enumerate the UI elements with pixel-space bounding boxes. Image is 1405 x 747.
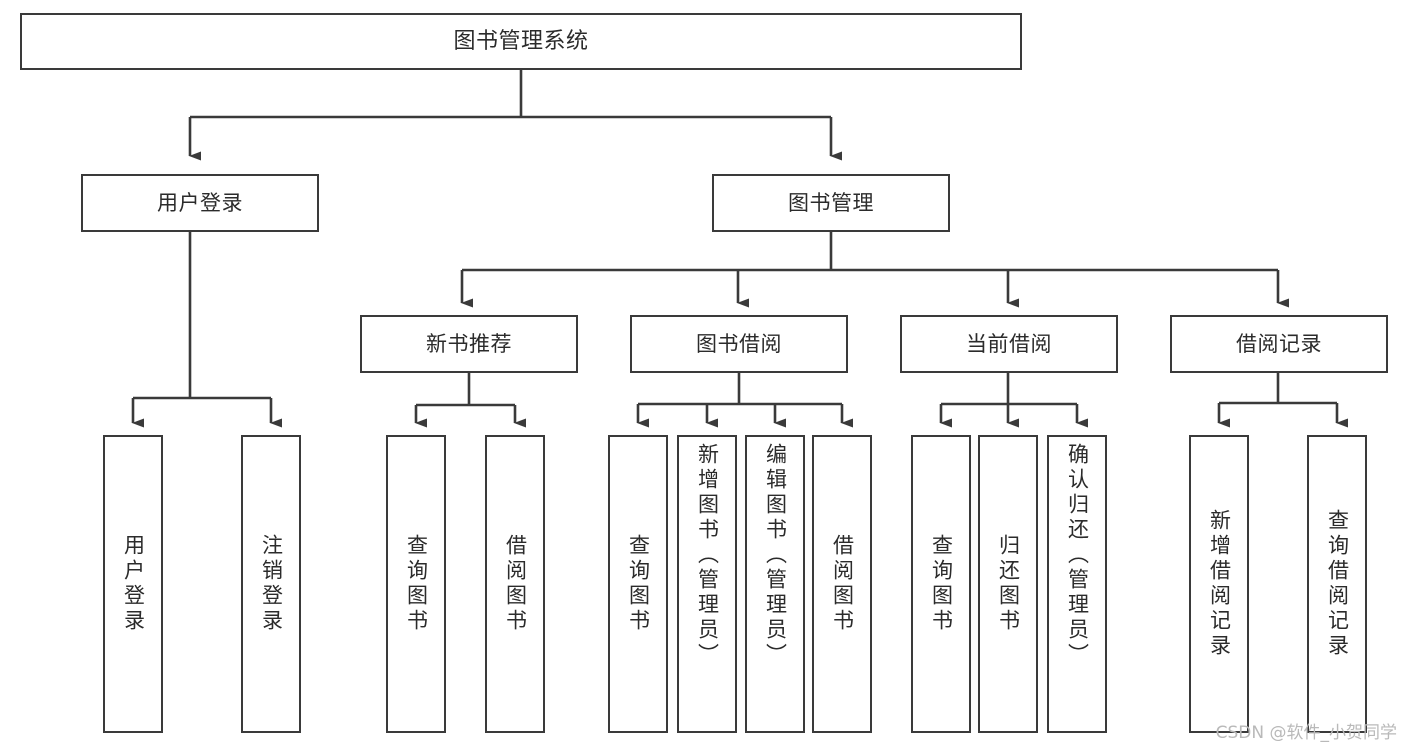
node-label: 查询借阅记录 (1325, 509, 1350, 659)
leaf-confirm-return-admin[interactable]: 确认归还（管理员） (1047, 435, 1107, 733)
node-label: 新增图书（管理员） (695, 443, 720, 668)
leaf-borrow-book-recommend[interactable]: 借阅图书 (485, 435, 545, 733)
node-book-borrow[interactable]: 图书借阅 (630, 315, 848, 373)
node-current-borrow[interactable]: 当前借阅 (900, 315, 1118, 373)
node-label: 用户登录 (157, 190, 243, 215)
leaf-add-borrow-record[interactable]: 新增借阅记录 (1189, 435, 1249, 733)
leaf-logout-login[interactable]: 注销登录 (241, 435, 301, 733)
node-label: 注销登录 (259, 534, 284, 634)
node-label: 归还图书 (996, 534, 1021, 634)
node-label: 借阅图书 (830, 534, 855, 634)
node-label: 查询图书 (626, 534, 651, 634)
leaf-return-book[interactable]: 归还图书 (978, 435, 1038, 733)
node-root-system[interactable]: 图书管理系统 (20, 13, 1022, 70)
node-label: 借阅图书 (503, 534, 528, 634)
node-label: 借阅记录 (1236, 331, 1322, 356)
leaf-user-login[interactable]: 用户登录 (103, 435, 163, 733)
csdn-watermark: CSDN @软件_小贺同学 (1215, 723, 1397, 743)
node-label: 图书管理 (788, 190, 874, 215)
node-label: 查询图书 (929, 534, 954, 634)
node-borrow-records[interactable]: 借阅记录 (1170, 315, 1388, 373)
node-label: 查询图书 (404, 534, 429, 634)
node-label: 新增借阅记录 (1207, 509, 1232, 659)
node-label: 图书管理系统 (453, 28, 589, 54)
node-user-login[interactable]: 用户登录 (81, 174, 319, 232)
node-label: 新书推荐 (426, 331, 512, 356)
leaf-query-book-borrow[interactable]: 查询图书 (608, 435, 668, 733)
leaf-query-book-recommend[interactable]: 查询图书 (386, 435, 446, 733)
node-label: 用户登录 (121, 534, 146, 634)
leaf-borrow-book[interactable]: 借阅图书 (812, 435, 872, 733)
node-book-management[interactable]: 图书管理 (712, 174, 950, 232)
node-label: 编辑图书（管理员） (763, 443, 788, 668)
node-new-book-recommend[interactable]: 新书推荐 (360, 315, 578, 373)
node-label: 确认归还（管理员） (1065, 443, 1090, 668)
leaf-query-book-current[interactable]: 查询图书 (911, 435, 971, 733)
node-label: 当前借阅 (966, 331, 1052, 356)
leaf-add-book-admin[interactable]: 新增图书（管理员） (677, 435, 737, 733)
node-label: 图书借阅 (696, 331, 782, 356)
leaf-edit-book-admin[interactable]: 编辑图书（管理员） (745, 435, 805, 733)
leaf-query-borrow-record[interactable]: 查询借阅记录 (1307, 435, 1367, 733)
